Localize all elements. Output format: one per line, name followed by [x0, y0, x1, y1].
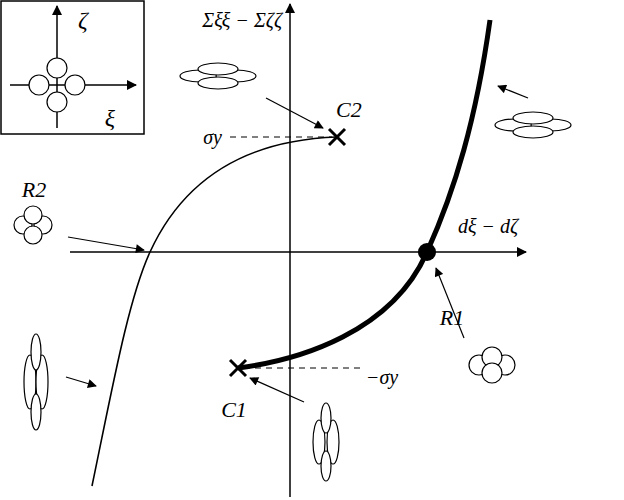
axis-label: Σξξ − Σζζ — [202, 10, 282, 30]
level-label: σy — [203, 127, 222, 147]
point-label: R1 — [440, 307, 464, 329]
level-label: −σy — [366, 367, 398, 387]
point-label: C2 — [336, 99, 362, 121]
particle — [31, 334, 41, 370]
particle-icon — [24, 334, 48, 430]
particle-icon — [469, 347, 515, 383]
axis-label: ζ — [78, 8, 88, 32]
particle — [47, 92, 67, 112]
yield-level-line — [244, 368, 360, 369]
point-label: R2 — [22, 179, 46, 201]
particle — [29, 75, 49, 95]
particle — [513, 112, 553, 124]
particle — [24, 226, 42, 244]
particle — [47, 58, 67, 78]
inset-frame — [1, 1, 144, 134]
particle-icons — [14, 58, 571, 481]
stable-branch — [238, 20, 490, 368]
particle-icon — [14, 206, 52, 244]
rest-point — [418, 243, 436, 261]
rate-axis — [70, 251, 526, 253]
particle — [31, 394, 41, 430]
particle-icon — [29, 58, 85, 112]
particle — [65, 75, 85, 95]
leader-arrow — [66, 86, 528, 402]
particle — [198, 77, 238, 89]
particle — [198, 63, 238, 75]
stress-axis — [289, 4, 291, 497]
particle — [513, 126, 553, 138]
axis-label: dξ − dζ — [458, 216, 518, 236]
axis-label: ξ — [105, 106, 115, 130]
particle — [321, 451, 331, 481]
particle — [321, 403, 331, 433]
unstable-branch — [92, 137, 337, 486]
critical-point — [230, 360, 246, 376]
particle — [482, 363, 502, 383]
critical-point — [329, 129, 345, 145]
particle-icon — [313, 403, 339, 481]
point-label: C1 — [221, 399, 247, 421]
yield-level-line — [230, 137, 332, 138]
particle-icon — [495, 112, 571, 138]
particle-icon — [180, 63, 256, 89]
particle — [24, 206, 42, 224]
